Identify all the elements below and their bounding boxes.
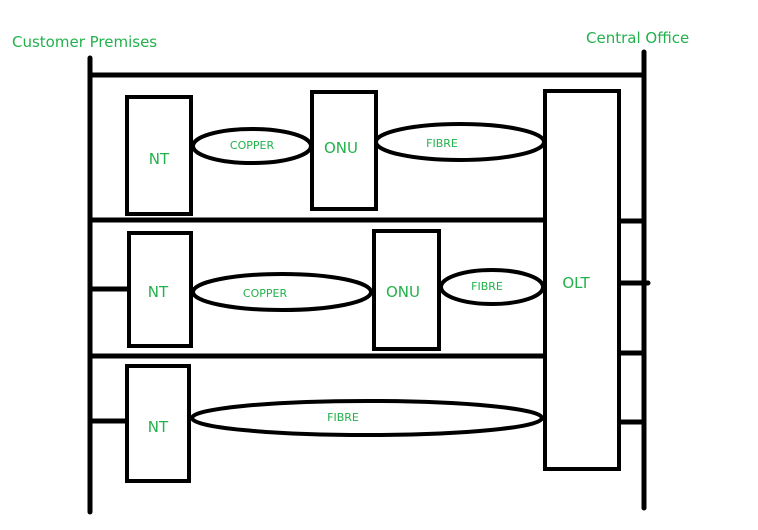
customer-premises-label: Customer Premises <box>12 33 157 51</box>
olt: OLT <box>543 89 621 471</box>
row3-nt-box <box>125 364 191 483</box>
row1-fibre-link <box>374 122 546 162</box>
row3-nt-label: NT <box>148 418 169 436</box>
row2-copper-label: COPPER <box>243 287 288 300</box>
row1-onu-label: ONU <box>324 139 358 157</box>
central-office-label: Central Office <box>586 29 689 47</box>
row1-copper-label: COPPER <box>230 139 275 152</box>
olt-box <box>543 89 621 471</box>
row2-onu-box <box>372 229 441 351</box>
row1-nt-label: NT <box>149 150 170 168</box>
row-2: NT COPPER ONU FIBRE <box>127 229 545 351</box>
row2-fibre-label: FIBRE <box>471 280 503 293</box>
olt-label: OLT <box>562 274 590 292</box>
row2-copper-link <box>191 272 373 312</box>
row2-nt-label: NT <box>148 283 169 301</box>
row3-fibre-link <box>190 399 544 437</box>
row2-onu-label: ONU <box>386 283 420 301</box>
row-1: NT COPPER ONU FIBRE <box>125 90 546 216</box>
row1-fibre-label: FIBRE <box>426 137 458 150</box>
row1-nt-box <box>125 95 193 216</box>
row3-fibre-label: FIBRE <box>327 411 359 424</box>
row1-onu-box <box>310 90 378 211</box>
row-3: NT FIBRE <box>125 364 544 483</box>
row2-nt-box <box>127 231 193 348</box>
